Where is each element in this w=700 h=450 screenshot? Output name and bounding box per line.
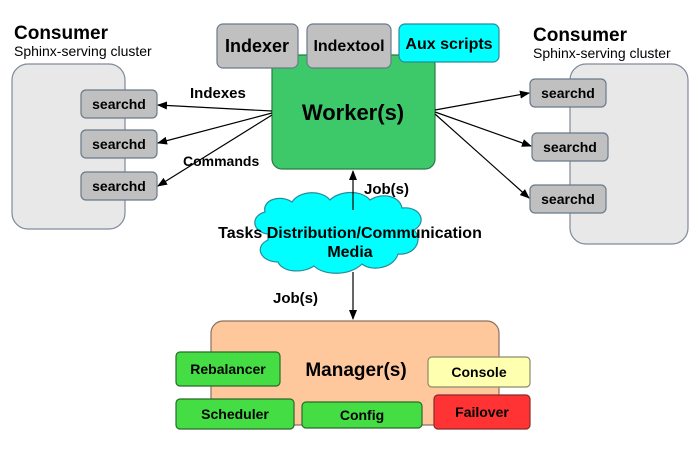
worker-title: Worker(s) — [302, 100, 404, 125]
searchd-node-left-1[interactable] — [80, 89, 158, 119]
scheduler-module-label: Scheduler — [201, 406, 269, 422]
console-module-label: Console — [451, 364, 506, 380]
console-module[interactable] — [427, 356, 531, 388]
worker-to-left-arrows — [157, 101, 273, 187]
searchd-node-right-1-label: searchd — [541, 85, 595, 101]
arrow-to-right-searchd-2 — [434, 111, 532, 147]
cloud-shape — [254, 191, 422, 274]
config-module-label: Config — [340, 407, 384, 423]
jobs-down-label: Job(s) — [273, 290, 318, 307]
arrow-to-right-searchd-3 — [434, 113, 530, 199]
aux-scripts-tool[interactable] — [398, 23, 500, 63]
manager-group: Manager(s) Rebalancer Scheduler Config C… — [175, 320, 531, 430]
searchd-node-right-3-label: searchd — [541, 191, 595, 207]
indextool-tool-label: Indextool — [313, 38, 384, 55]
arrow-to-left-searchd-1 — [157, 101, 273, 112]
indextool-tool[interactable] — [306, 23, 392, 69]
searchd-node-left-2[interactable] — [80, 129, 158, 159]
searchd-node-left-3-label: searchd — [92, 178, 146, 194]
searchd-node-right-2-label: searchd — [543, 139, 597, 155]
manager-title: Manager(s) — [305, 360, 406, 381]
arrow-to-left-searchd-3 — [157, 114, 273, 187]
rebalancer-module-label: Rebalancer — [190, 361, 266, 377]
worker-group: Worker(s) Indexer Indextool Aux scripts — [216, 23, 500, 170]
consumer-right-title: Consumer — [533, 25, 628, 46]
config-module[interactable] — [301, 401, 423, 429]
consumer-right-subtitle: Sphinx-serving cluster — [533, 45, 671, 61]
searchd-node-right-3[interactable] — [529, 184, 607, 214]
rebalancer-module[interactable] — [175, 351, 281, 387]
searchd-node-left-2-label: searchd — [92, 136, 146, 152]
communication-media-cloud: Tasks Distribution/Communication Media — [218, 191, 482, 274]
aux-scripts-tool-label: Aux scripts — [405, 36, 492, 53]
commands-label: Commands — [183, 153, 259, 169]
media-label-line2: Media — [327, 244, 372, 261]
consumer-left-title: Consumer — [14, 23, 109, 44]
indexer-tool-label: Indexer — [225, 36, 289, 56]
consumer-left: Consumer Sphinx-serving cluster searchd … — [11, 23, 158, 230]
failover-module[interactable] — [433, 394, 531, 430]
searchd-node-left-3[interactable] — [80, 171, 158, 201]
jobs-up-label: Job(s) — [364, 181, 409, 198]
searchd-node-left-1-label: searchd — [92, 96, 146, 112]
worker-to-right-arrows — [434, 90, 532, 199]
searchd-node-right-1[interactable] — [529, 78, 607, 108]
media-label-line1: Tasks Distribution/Communication — [218, 225, 482, 242]
consumer-left-subtitle: Sphinx-serving cluster — [14, 43, 152, 59]
consumer-right: Consumer Sphinx-serving cluster searchd … — [529, 25, 689, 245]
indexer-tool[interactable] — [216, 23, 299, 69]
indexes-label: Indexes — [190, 85, 246, 102]
scheduler-module[interactable] — [175, 398, 295, 430]
arrow-to-right-searchd-1 — [434, 90, 530, 111]
searchd-node-right-2[interactable] — [531, 132, 609, 162]
arrow-to-left-searchd-2 — [157, 112, 273, 145]
failover-module-label: Failover — [455, 404, 509, 420]
